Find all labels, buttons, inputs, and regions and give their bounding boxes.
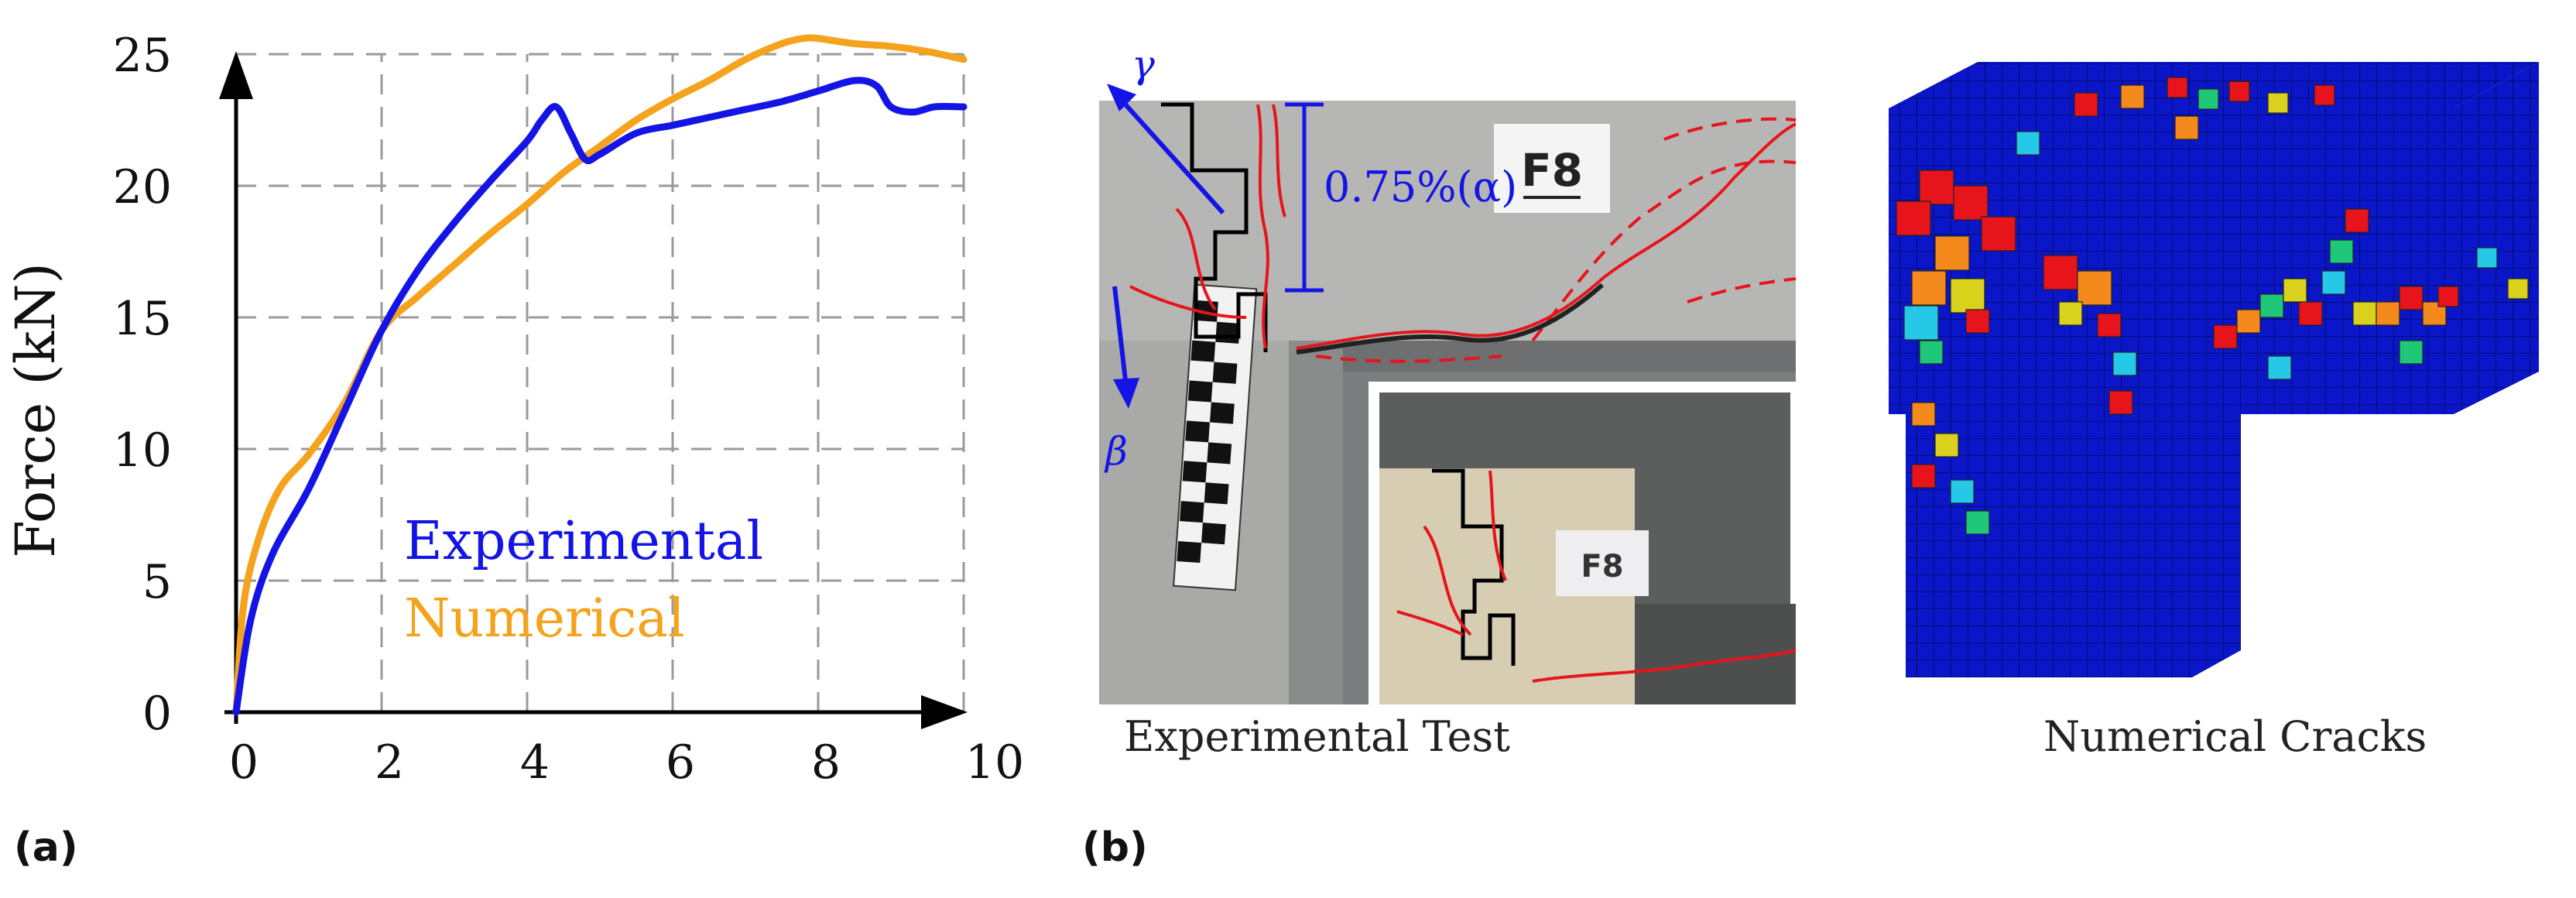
numerical-crack-model: [1889, 62, 2539, 677]
caption-experimental-test: Experimental Test: [1124, 712, 1510, 761]
legend-entry-numerical: Numerical: [404, 588, 685, 650]
main-crack-shadow: [1296, 283, 1604, 355]
column-side-face: [2192, 387, 2241, 677]
x-axis-arrowhead: [921, 695, 968, 729]
direction-arrows: [1107, 84, 1225, 409]
damage-zones: [1896, 77, 2529, 535]
x-tick-label: 10: [965, 735, 1024, 790]
beam-top-face: [1889, 62, 2539, 108]
inset-photo: F8: [1368, 382, 1796, 710]
panel-label-b: (b): [1082, 824, 1148, 871]
inset-specimen-tag: F8: [1581, 549, 1623, 584]
drift-label: 0.75%(α): [1324, 163, 1517, 211]
drift-dimension: [1285, 102, 1324, 293]
x-tick-label: 0: [229, 735, 259, 790]
series-line-numerical: [232, 34, 968, 716]
y-tick-label: 5: [142, 555, 172, 609]
beam-end-face: [2454, 62, 2539, 414]
beta-label: β: [1104, 429, 1128, 474]
chart-axes: [219, 51, 968, 729]
crack-lines: [1129, 104, 1796, 363]
y-tick-label: 10: [113, 423, 172, 478]
panel-label-a: (a): [14, 824, 78, 871]
chart-series: [232, 34, 968, 716]
y-tick-label: 20: [113, 160, 172, 214]
legend-entry-experimental: Experimental: [404, 511, 763, 572]
beam-underside: [1289, 341, 1796, 372]
scale-ruler: [1173, 283, 1258, 591]
x-tick-label: 6: [666, 735, 695, 790]
beam-front-face: [1889, 108, 2454, 414]
x-tick-label: 2: [375, 735, 404, 790]
force-chart: 0 2 4 6 8 10 0 5 10 15 20 25 Force (kN) Experimenta…: [4, 29, 1025, 790]
column-edge: [1289, 341, 1343, 704]
y-axis-arrowhead: [219, 51, 253, 99]
y-tick-label: 25: [113, 29, 172, 83]
x-tick-label: 4: [520, 735, 550, 790]
joint-outline: [1161, 102, 1268, 352]
chart-tick-labels: 0 2 4 6 8 10 0 5 10 15 20 25: [113, 29, 1025, 790]
column-front-face: [1906, 414, 2192, 677]
y-axis-label: Force (kN): [4, 262, 67, 558]
y-tick-label: 15: [113, 292, 172, 346]
x-tick-label: 8: [811, 735, 841, 790]
y-tick-label: 0: [142, 687, 172, 741]
specimen-tag: F8: [1521, 144, 1583, 197]
series-line-experimental: [232, 77, 968, 716]
chart-grid: [236, 53, 965, 712]
gamma-label: γ: [1132, 46, 1155, 87]
caption-numerical-cracks: Numerical Cracks: [2043, 712, 2427, 761]
experimental-photo: F8 0.75%(α) γ β F8: [1099, 46, 1796, 710]
